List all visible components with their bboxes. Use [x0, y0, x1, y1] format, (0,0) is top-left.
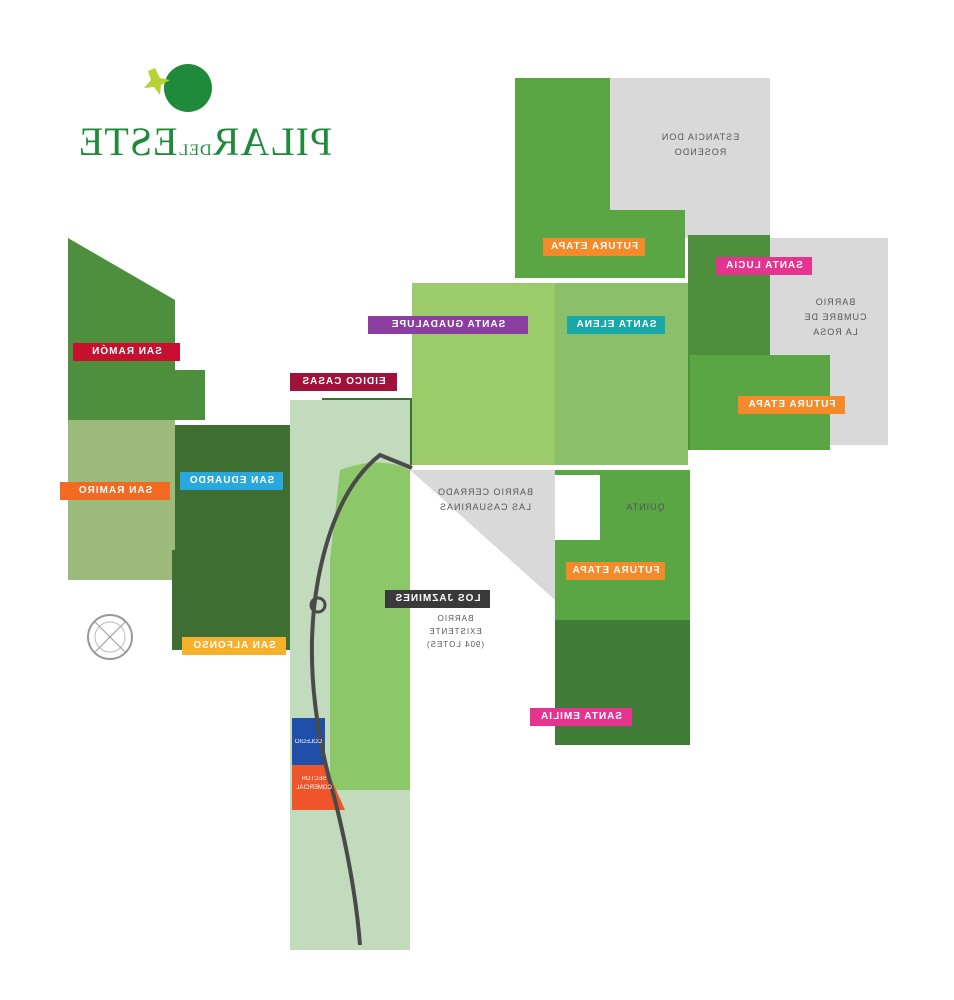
colegio-label: COLEGIO [294, 739, 323, 745]
los-jazmines-subtitle: BARRIO EXISTENTE (904 LOTES) [425, 614, 485, 649]
area-las-casuarinas [410, 470, 555, 600]
roundabout [309, 596, 327, 614]
area-san-ramiro [68, 420, 175, 580]
logo-wordmark: PILARDELESTE [78, 119, 333, 164]
label-futura-etapa-south[interactable]: FUTURA ETAPA [566, 562, 665, 580]
area-santa-guadalupe [412, 283, 555, 465]
label-los-jazmines[interactable]: LOS JAZMINES [385, 590, 490, 608]
label-san-eduardo[interactable]: SAN EDUARDO [180, 472, 283, 490]
area-sector-comercial [292, 765, 345, 810]
casuarinas-label: BARRIO CERRADO LAS CASUARINAS [437, 487, 534, 512]
label-futura-etapa-east[interactable]: FUTURA ETAPA [738, 396, 845, 414]
label-san-ramon[interactable]: SAN RAMÓN [73, 343, 180, 361]
main-road [309, 452, 413, 946]
label-futura-etapa-north[interactable]: FUTURA ETAPA [543, 238, 645, 256]
area-futura-etapa-center [555, 470, 690, 540]
label-santa-elena[interactable]: SANTA ELENA [567, 316, 665, 334]
area-futura-etapa-south [555, 540, 690, 625]
area-los-jazmines [330, 462, 410, 790]
area-santa-elena [555, 283, 688, 465]
area-futura-etapa-north [515, 78, 685, 278]
estancia-label: ESTANCIA DON ROSENDO [660, 132, 740, 157]
label-eidico-casas[interactable]: EIDICO CASAS [290, 373, 397, 391]
quinta-label: QUINTA [625, 502, 665, 512]
label-san-ramiro[interactable]: SAN RAMIRO [60, 482, 170, 500]
label-santa-emilia[interactable]: SANTA EMILIA [530, 708, 632, 726]
logo-globe-icon [164, 64, 212, 112]
label-santa-guadalupe[interactable]: SANTA GUADALUPE [368, 316, 528, 334]
cumbre-label: BARRIO CUMBRE DE LA ROSA [803, 297, 867, 337]
label-santa-lucia[interactable]: SANTA LUCIA [716, 257, 812, 275]
area-san-alfonso [172, 550, 290, 650]
logo-star-icon [144, 68, 170, 95]
comercial-label: SECTOR COMERCIAL [296, 776, 332, 791]
area-san-ramon [68, 238, 205, 420]
label-san-alfonso[interactable]: SAN ALFONSO [182, 637, 286, 655]
compass-rose-icon [87, 614, 133, 660]
area-santa-emilia [555, 620, 690, 745]
